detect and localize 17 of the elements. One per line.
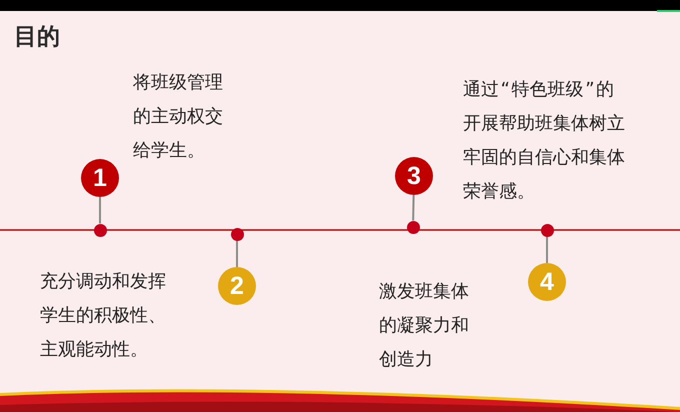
connector-line — [412, 194, 415, 221]
numbered-circle: 1 — [81, 159, 119, 197]
description-text: 将班级管理的主动权交给学生。 — [133, 71, 224, 163]
timeline-dot — [406, 220, 420, 234]
timeline-dot — [540, 224, 554, 236]
timeline-dot — [230, 228, 244, 240]
numbered-circle: 3 — [395, 157, 433, 195]
connector-line — [236, 240, 238, 267]
numbered-circle: 2 — [218, 267, 256, 305]
connector-line — [99, 197, 101, 224]
connector-line — [546, 236, 548, 263]
timeline-dot — [94, 224, 106, 236]
numbered-circle: 4 — [528, 263, 566, 301]
slide-title: 目的 — [14, 23, 60, 52]
description-text: 充分调动和发挥学生的积极性、主观能动性。 — [40, 270, 167, 362]
description-text: 激发班集体的凝聚力和创造力 — [379, 280, 470, 372]
description-text: 通过“特色班级”的开展帮助班集体树立牢固的自信心和集体荣誉感。 — [463, 78, 626, 204]
